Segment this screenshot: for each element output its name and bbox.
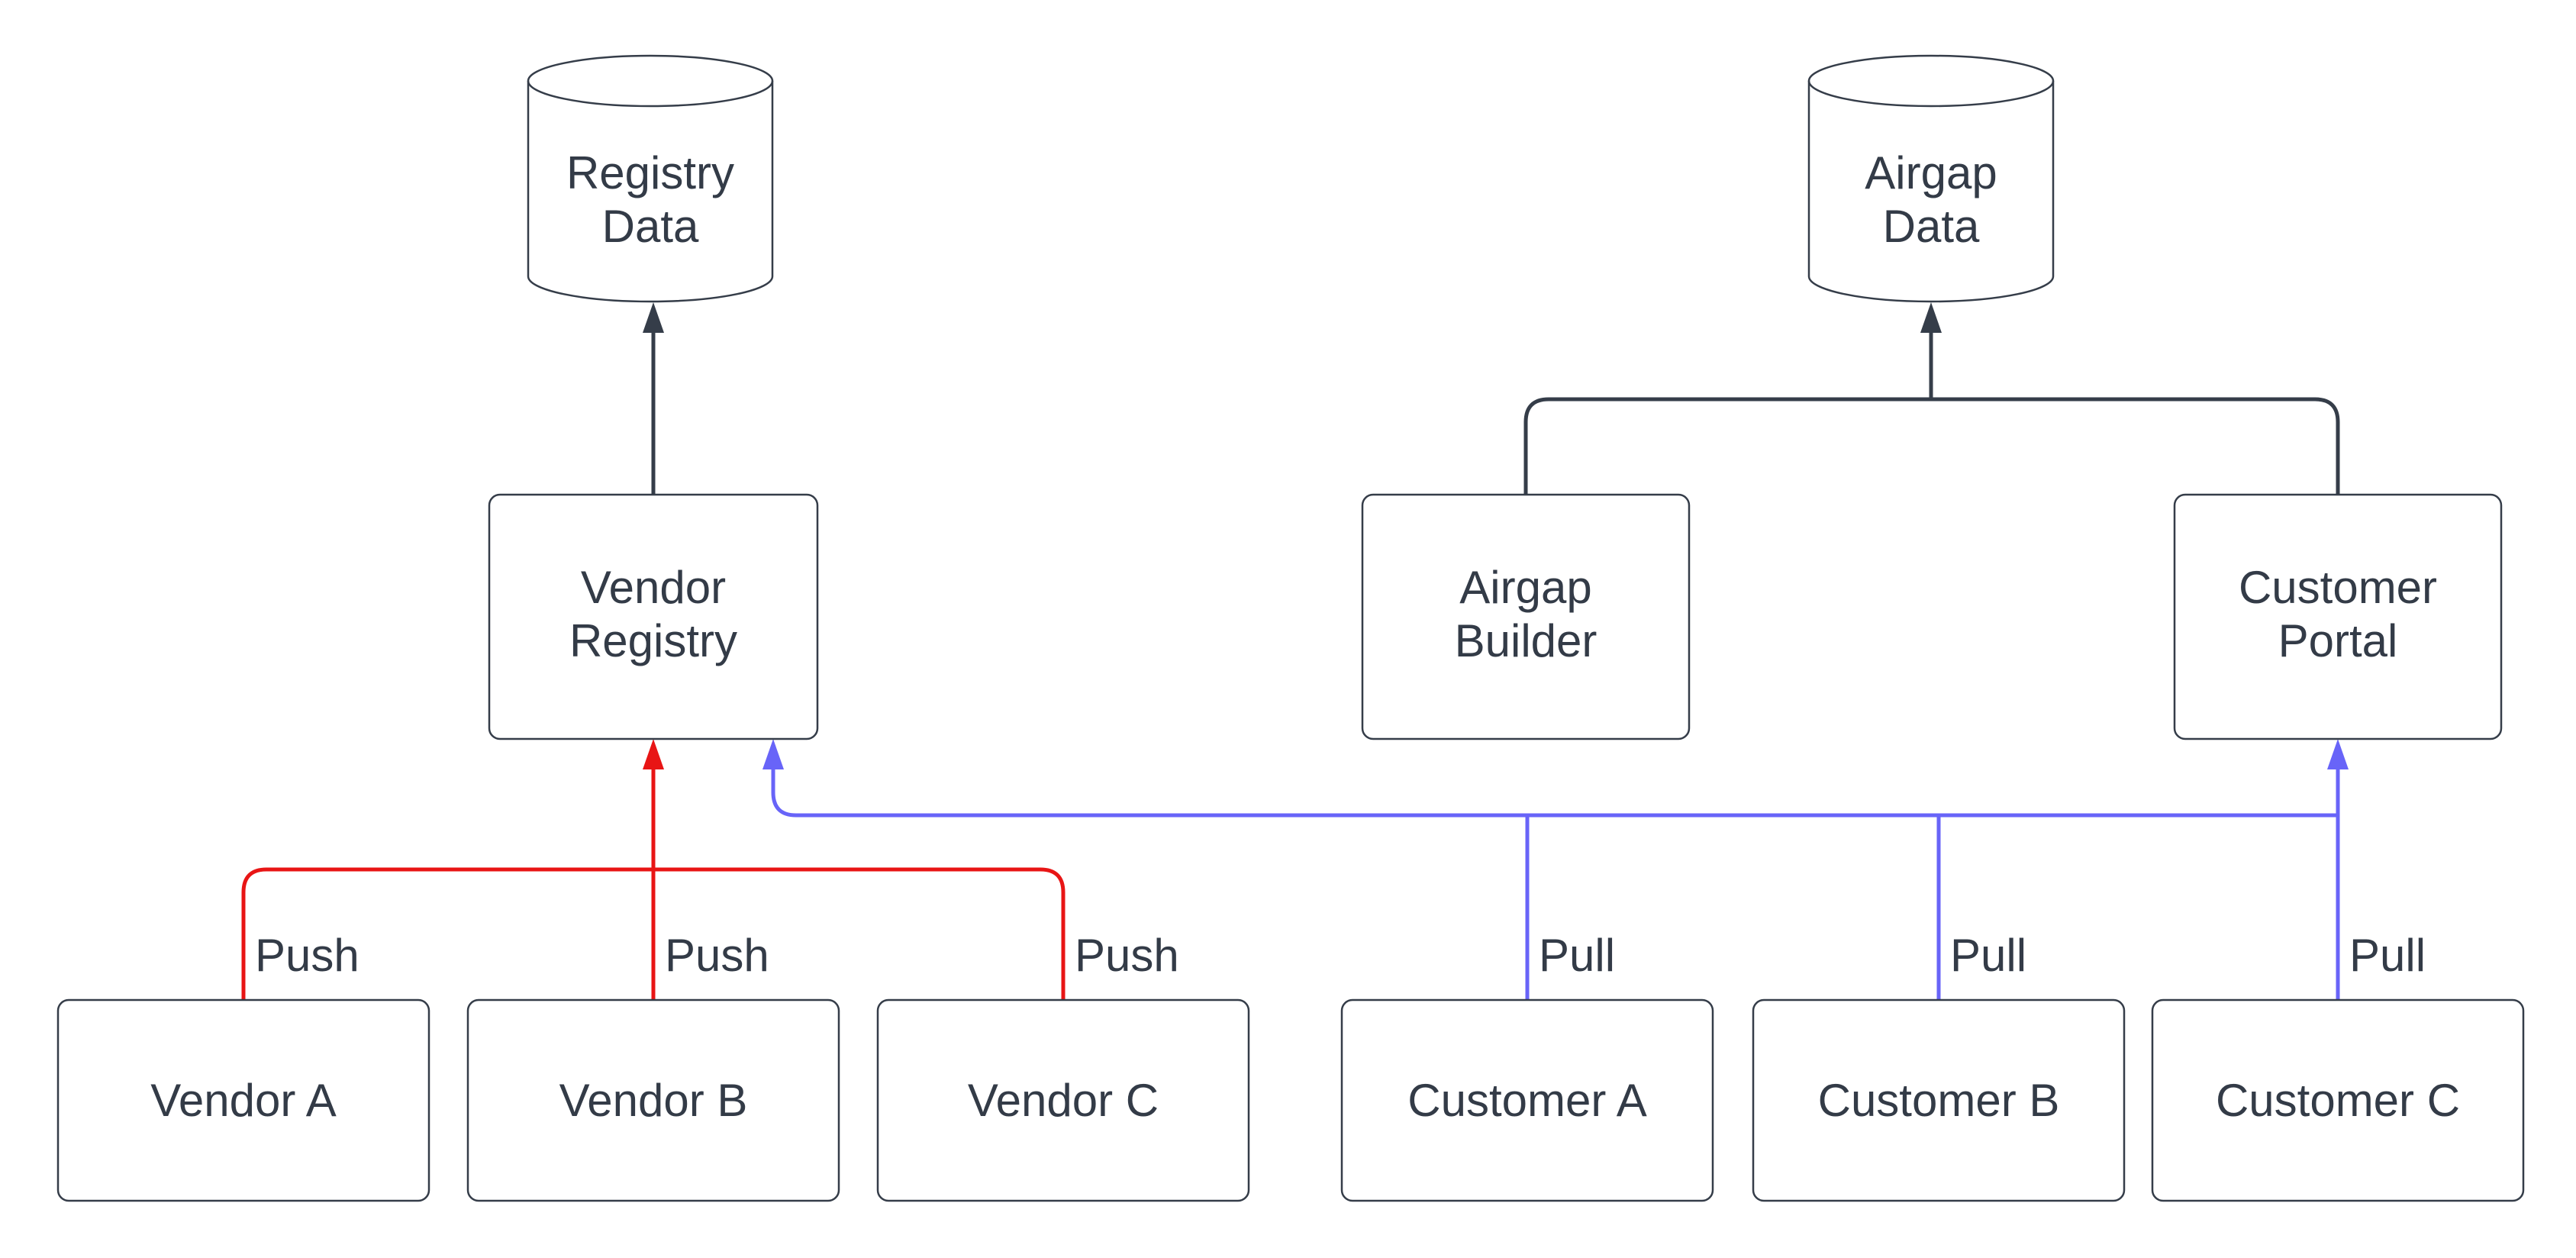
vendor-b-label: Vendor B: [559, 1075, 748, 1126]
pull-label-customer-c: Pull: [2349, 930, 2426, 981]
edge-vendor-a-push: [241, 867, 653, 1000]
customer-c-label: Customer C: [2216, 1075, 2460, 1126]
customer-b-node: Customer B: [1752, 998, 2126, 1202]
customer-portal-box: [2173, 493, 2503, 740]
customer-a-label: Customer A: [1407, 1075, 1646, 1126]
vendor-registry-node: Vendor Registry: [488, 493, 819, 740]
vendor-a-label: Vendor A: [150, 1075, 337, 1126]
vendor-c-box: [876, 998, 1250, 1202]
push-label-vendor-c: Push: [1075, 930, 1179, 981]
edge-airgap-builder-to-airgap-data: [1523, 397, 1931, 495]
arrowhead-pull-into-vendor-registry: [762, 739, 784, 769]
customer-b-box: [1752, 998, 2126, 1202]
customer-c-box: [2151, 998, 2525, 1202]
vendor-a-node: Vendor A: [56, 998, 430, 1202]
arrowhead-pull-into-customer-portal: [2327, 739, 2349, 769]
airgap-data-label-line2: Data: [1883, 201, 1980, 252]
airgap-builder-box: [1361, 493, 1691, 740]
customer-portal-node: Customer Portal: [2173, 493, 2503, 740]
airgap-builder-label-line1: Airgap: [1459, 562, 1591, 613]
customer-c-node: Customer C: [2151, 998, 2525, 1202]
customer-a-node: Customer A: [1340, 998, 1714, 1202]
edge-vendor-c-push: [653, 867, 1066, 1000]
airgap-data-cylinder: [1807, 54, 2055, 303]
customer-portal-label-line1: Customer: [2239, 562, 2437, 613]
airgap-builder-node: Airgap Builder: [1361, 493, 1691, 740]
vendor-b-box: [466, 998, 840, 1202]
vendor-c-label: Vendor C: [968, 1075, 1159, 1126]
registry-data-label-line2: Data: [602, 201, 699, 252]
registry-data-label-line1: Registry: [566, 147, 734, 198]
vendor-registry-label-line1: Vendor: [581, 562, 726, 613]
vendor-registry-box: [488, 493, 819, 740]
push-label-vendor-b: Push: [665, 930, 769, 981]
pull-label-customer-a: Pull: [1539, 930, 1615, 981]
edge-customer-portal-to-airgap-data: [1931, 397, 2340, 495]
customer-b-label: Customer B: [1818, 1075, 2060, 1126]
airgap-builder-label-line2: Builder: [1455, 615, 1598, 666]
arrowhead-push-into-vendor-registry: [643, 739, 664, 769]
registry-data-cylinder-rim: [527, 80, 774, 108]
push-label-vendor-a: Push: [255, 930, 359, 981]
customer-portal-label-line2: Portal: [2278, 615, 2398, 666]
edge-pull-bus-to-vendor-registry: [771, 768, 2338, 818]
arrowhead-into-registry-data: [643, 302, 664, 333]
vendor-b-node: Vendor B: [466, 998, 840, 1202]
airgap-data-label-line1: Airgap: [1865, 147, 1997, 198]
vendor-registry-label-line2: Registry: [569, 615, 737, 666]
registry-data-cylinder: [527, 54, 774, 303]
registry-data-node: Registry Data: [527, 54, 774, 303]
arrowhead-into-airgap-data: [1920, 302, 1942, 333]
airgap-data-node: Airgap Data: [1807, 54, 2055, 303]
vendor-c-node: Vendor C: [876, 998, 1250, 1202]
pull-label-customer-b: Pull: [1950, 930, 2026, 981]
customer-a-box: [1340, 998, 1714, 1202]
airgap-data-cylinder-rim: [1807, 80, 2055, 108]
vendor-a-box: [56, 998, 430, 1202]
